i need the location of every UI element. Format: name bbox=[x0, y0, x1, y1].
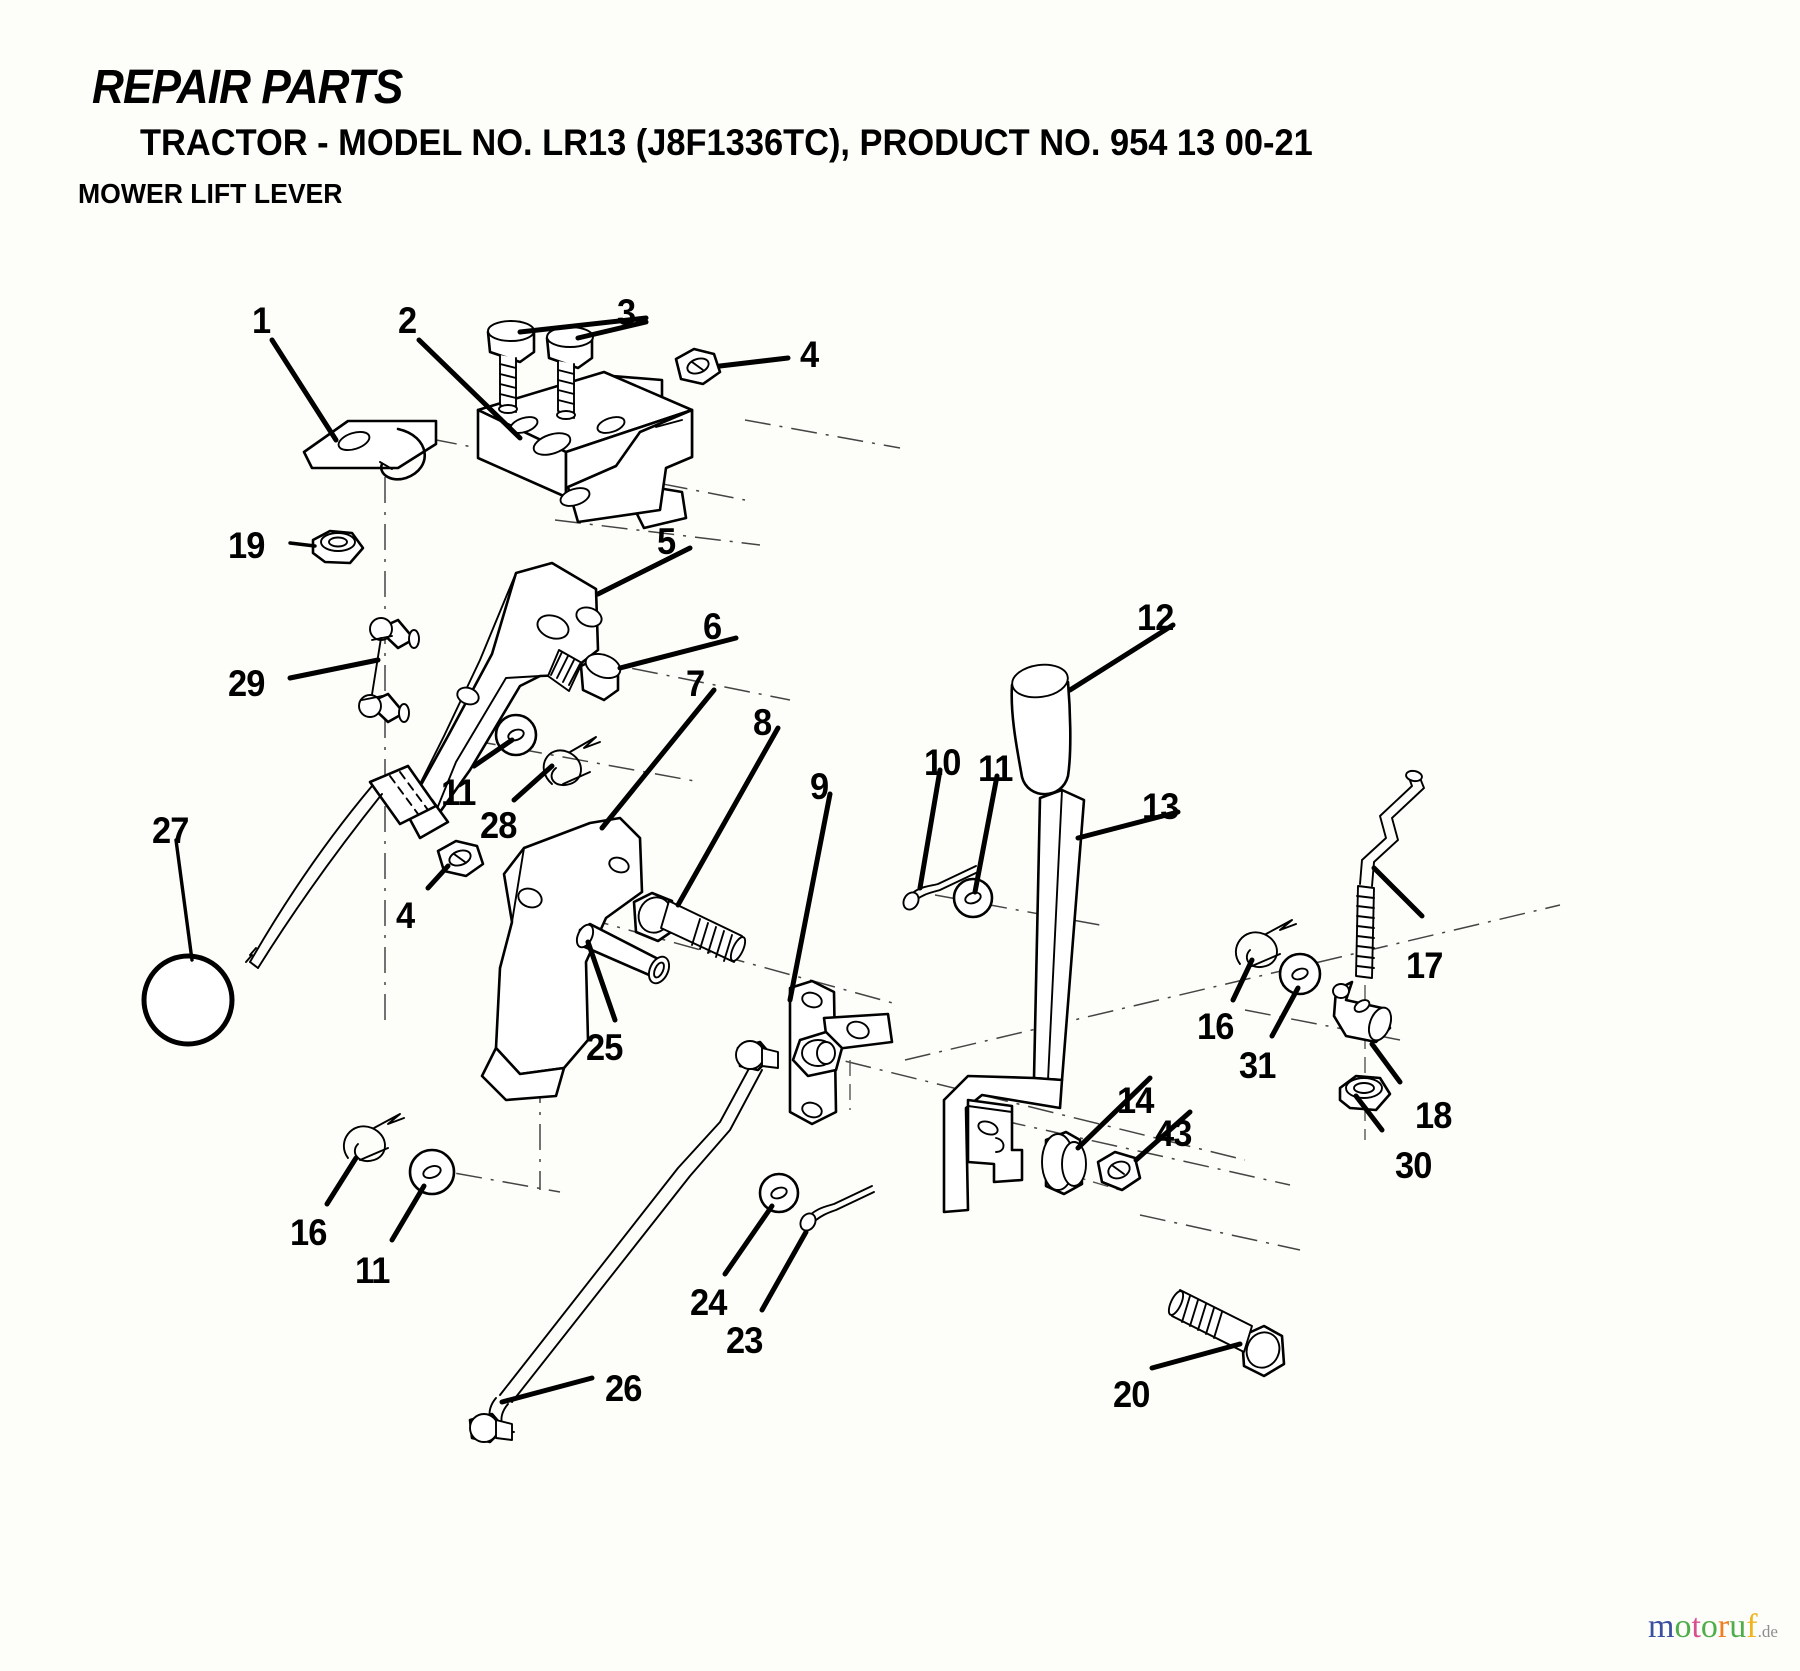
model-subtitle: TRACTOR - MODEL NO. LR13 (J8F1336TC), PR… bbox=[140, 122, 1313, 163]
callout-5: 5 bbox=[657, 521, 676, 562]
callout-25: 25 bbox=[586, 1027, 623, 1068]
part-10-cotter-pin bbox=[902, 865, 979, 911]
part-27-knob-rod bbox=[141, 785, 383, 1047]
callout-11-c: 11 bbox=[355, 1250, 390, 1291]
callout-3: 3 bbox=[617, 292, 636, 333]
callout-28: 28 bbox=[480, 805, 517, 846]
callout-18: 18 bbox=[1415, 1095, 1452, 1136]
callout-16-a: 16 bbox=[290, 1212, 327, 1253]
logo-letter: t bbox=[1691, 1608, 1701, 1645]
logo-letter: u bbox=[1729, 1608, 1747, 1645]
part-5-lift-arm bbox=[368, 561, 603, 840]
part-19-nut bbox=[311, 529, 365, 565]
part-9-link-plate bbox=[788, 979, 894, 1126]
part-14-bushing bbox=[1041, 1130, 1087, 1196]
callout-6: 6 bbox=[703, 606, 722, 647]
callout-10: 10 bbox=[924, 742, 961, 783]
motoruf-watermark-logo: motoruf.de bbox=[1648, 1608, 1778, 1646]
part-8-hex-bolt bbox=[632, 891, 747, 963]
part-43-nut bbox=[1096, 1150, 1142, 1192]
callout-24: 24 bbox=[690, 1282, 727, 1323]
callout-4-b: 4 bbox=[396, 895, 415, 936]
part-17-threaded-rod bbox=[1355, 769, 1425, 979]
part-11c-washer bbox=[408, 1148, 456, 1196]
callout-26: 26 bbox=[605, 1368, 642, 1409]
callout-31: 31 bbox=[1239, 1045, 1276, 1086]
logo-tld: .de bbox=[1757, 1622, 1778, 1641]
part-24-washer bbox=[758, 1172, 800, 1214]
page-title: REPAIR PARTS bbox=[92, 61, 403, 114]
section-subtitle: MOWER LIFT LEVER bbox=[78, 178, 343, 209]
logo-letter: f bbox=[1746, 1608, 1758, 1645]
part-29-link bbox=[358, 617, 420, 724]
logo-letter: r bbox=[1717, 1608, 1730, 1645]
callout-8: 8 bbox=[753, 702, 772, 743]
callout-43: 43 bbox=[1155, 1113, 1192, 1154]
logo-letter: o bbox=[1700, 1608, 1718, 1645]
part-18-swivel bbox=[1332, 980, 1393, 1044]
callout-19: 19 bbox=[228, 525, 265, 566]
part-13-lift-lever bbox=[942, 788, 1086, 1214]
callout-29: 29 bbox=[228, 663, 265, 704]
callout-27: 27 bbox=[152, 810, 189, 851]
callout-12: 12 bbox=[1137, 597, 1174, 638]
part-6-bolt bbox=[547, 649, 622, 702]
part-20-hex-bolt bbox=[1167, 1289, 1286, 1378]
callout-17: 17 bbox=[1406, 945, 1443, 986]
part-23-cotter-pin bbox=[799, 1185, 875, 1232]
callout-4-a: 4 bbox=[800, 334, 819, 375]
part-1-clip bbox=[302, 419, 438, 481]
callout-20: 20 bbox=[1113, 1374, 1150, 1415]
part-25-spacer bbox=[575, 922, 671, 985]
part-30-locknut bbox=[1338, 1074, 1392, 1112]
part-7-bracket bbox=[480, 816, 644, 1102]
part-31-washer bbox=[1278, 952, 1322, 996]
part-2-bracket bbox=[476, 370, 694, 530]
callout-9: 9 bbox=[810, 766, 829, 807]
part-28-hairpin-clip bbox=[542, 736, 601, 787]
callout-11-a: 11 bbox=[441, 772, 476, 813]
callout-1: 1 bbox=[252, 300, 271, 341]
part-26-link-rod bbox=[468, 1040, 779, 1444]
callout-13: 13 bbox=[1142, 786, 1179, 827]
callout-16-b: 16 bbox=[1197, 1006, 1234, 1047]
part-12-lever-knob bbox=[1010, 663, 1072, 796]
logo-letter: m bbox=[1648, 1608, 1675, 1645]
callout-2: 2 bbox=[398, 300, 417, 341]
callout-11-b: 11 bbox=[978, 748, 1013, 789]
callout-7: 7 bbox=[686, 663, 705, 704]
callout-30: 30 bbox=[1395, 1145, 1432, 1186]
part-4a-locknut bbox=[674, 347, 722, 386]
part-16a-hairpin-clip bbox=[342, 1113, 405, 1163]
callout-14: 14 bbox=[1117, 1080, 1154, 1121]
logo-letter: o bbox=[1674, 1608, 1692, 1645]
leader-lines bbox=[174, 315, 1425, 1405]
part-11b-washer bbox=[952, 877, 994, 919]
callout-23: 23 bbox=[726, 1320, 763, 1361]
